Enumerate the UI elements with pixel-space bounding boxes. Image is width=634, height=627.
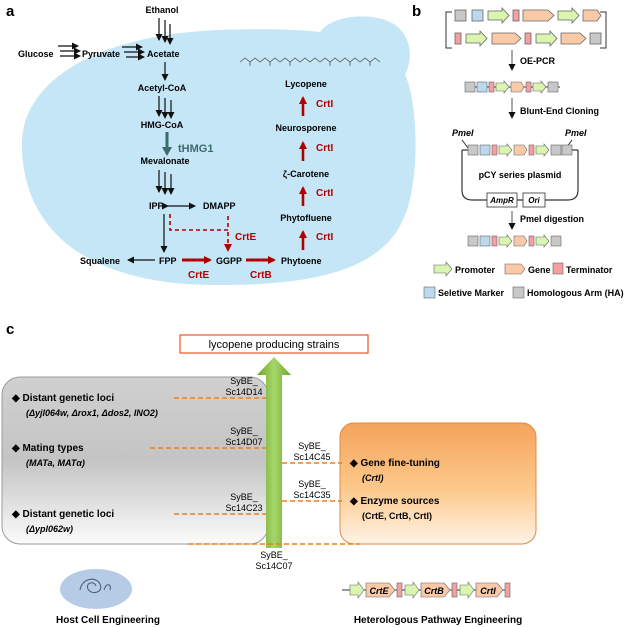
strain-c07-name: Sc14C07 xyxy=(255,561,292,571)
gene-icon xyxy=(504,263,526,275)
panel-b: b OE-PCR xyxy=(412,3,624,299)
ethanol-label: Ethanol xyxy=(146,5,179,15)
strain-d14-prefix: SyBE_ xyxy=(230,376,259,386)
crte-dashed-branch xyxy=(169,214,232,252)
pyruvate-label: Pyruvate xyxy=(82,49,120,59)
phytoene-label: Phytoene xyxy=(281,256,322,266)
panel-label-b: b xyxy=(412,3,421,20)
lycopene-label: Lycopene xyxy=(285,79,327,89)
fragment-row-bottom xyxy=(454,29,602,48)
title-box xyxy=(179,334,369,354)
crte-dashed-label: CrtE xyxy=(235,232,256,243)
fragment-row-top xyxy=(454,6,602,25)
strain-c45-prefix: SyBE_ xyxy=(298,441,327,451)
pathway-arrows xyxy=(58,18,196,264)
pathway-item-2-detail: (CrtE, CrtB, CrtI) xyxy=(362,511,432,521)
lycopene-structure xyxy=(239,57,381,63)
host-caption: Host Cell Engineering xyxy=(56,615,160,626)
strain-c35-name: Sc14C35 xyxy=(293,490,330,500)
gene-cassette: CrtE CrtB CrtI xyxy=(342,581,511,599)
gene-crte: CrtE xyxy=(369,586,389,596)
glucose-label: Glucose xyxy=(18,49,54,59)
crtb-label: CrtB xyxy=(250,270,272,281)
strain-connectors xyxy=(150,397,360,545)
cell-body xyxy=(21,16,416,286)
crti-label-3: CrtI xyxy=(316,143,333,154)
panel-a: a Ethanol Glucose Pyruvate Acetate Acety… xyxy=(6,3,416,286)
ampr-label: AmpR xyxy=(489,196,514,205)
oe-pcr-label: OE-PCR xyxy=(520,56,556,66)
progress-arrow xyxy=(257,357,291,548)
crti-label-2: CrtI xyxy=(316,188,333,199)
gene-crti: CrtI xyxy=(480,586,496,596)
pathway-engineering-box xyxy=(339,422,537,545)
assembled-construct xyxy=(464,80,560,94)
panel-label-c: c xyxy=(6,321,14,338)
fpp-label: FPP xyxy=(159,256,177,266)
acetyl-coa-label: Acetyl-CoA xyxy=(138,83,187,93)
yeast-cell-icon xyxy=(60,569,132,609)
legend-gene: Gene xyxy=(528,265,551,275)
legend-terminator: Terminator xyxy=(566,265,613,275)
neurosporene-label: Neurosporene xyxy=(275,123,336,133)
host-item-1-detail: (Δyjl064w, Δrox1, Δdos2, INO2) xyxy=(26,408,158,418)
pmei-right-label: PmeI xyxy=(565,128,587,138)
legend-marker: Seletive Marker xyxy=(438,288,505,298)
ori-label: Ori xyxy=(528,196,540,205)
fragment-bracket-left xyxy=(445,11,452,49)
pathway-item-2-title: ◆ Enzyme sources xyxy=(349,496,440,507)
legend-homologous: Homologous Arm (HA) xyxy=(527,288,624,298)
crte-label: CrtE xyxy=(188,270,209,281)
host-item-3-detail: (Δypl062w) xyxy=(26,524,73,534)
acetate-label: Acetate xyxy=(147,49,180,59)
panel-label-a: a xyxy=(6,3,15,20)
strain-d14-name: Sc14D14 xyxy=(225,387,262,397)
mevalonate-label: Mevalonate xyxy=(140,156,189,166)
blunt-cloning-label: Blunt-End Cloning xyxy=(520,106,599,116)
panel-b-legend: Promoter Gene Terminator Seletive Marker… xyxy=(423,261,624,299)
ggpp-label: GGPP xyxy=(216,256,242,266)
panel-c: c lycopene producing strains ◆ Distant g… xyxy=(1,321,537,626)
strain-c35-prefix: SyBE_ xyxy=(298,479,327,489)
pathway-caption: Heterologous Pathway Engineering xyxy=(354,615,522,626)
panel-c-title: lycopene producing strains xyxy=(209,339,340,351)
squalene-label: Squalene xyxy=(80,256,120,266)
hmg-coa-label: HMG-CoA xyxy=(141,120,184,130)
dmapp-label: DMAPP xyxy=(203,201,236,211)
terminator-icon xyxy=(552,262,564,275)
marker-icon xyxy=(423,286,436,299)
lycopene-structure-methyls xyxy=(249,62,371,66)
pathway-item-1-detail: (CrtI) xyxy=(362,473,384,483)
host-item-1-title: ◆ Distant genetic loci xyxy=(11,393,114,404)
host-item-2-title: ◆ Mating types xyxy=(11,443,84,454)
strain-c23-name: Sc14C23 xyxy=(225,503,262,513)
phytofluene-label: Phytofluene xyxy=(280,213,332,223)
strain-c45-name: Sc14C45 xyxy=(293,452,330,462)
ipp-label: IPP xyxy=(149,201,164,211)
gene-crtb: CrtB xyxy=(424,586,444,596)
strain-c23-prefix: SyBE_ xyxy=(230,492,259,502)
plasmid-name: pCY series plasmid xyxy=(479,170,562,180)
promoter-icon xyxy=(433,261,453,277)
linear-construct xyxy=(467,234,562,248)
pathway-item-1-title: ◆ Gene fine-tuning xyxy=(349,458,440,469)
thmg1-label: tHMG1 xyxy=(178,143,213,155)
plasmid: PmeI PmeI pCY series plasmid AmpR xyxy=(452,128,587,208)
pmei-left-label: PmeI xyxy=(452,128,474,138)
host-item-3-title: ◆ Distant genetic loci xyxy=(11,509,114,520)
host-item-2-detail: (MATa, MATα) xyxy=(26,458,85,468)
crti-label-4: CrtI xyxy=(316,99,333,110)
strain-d07-name: Sc14D07 xyxy=(225,437,262,447)
homologous-arm-icon xyxy=(512,286,525,299)
pmei-digestion-label: PmeI digestion xyxy=(520,214,584,224)
zeta-carotene-label: ζ-Carotene xyxy=(283,169,329,179)
crti-label-1: CrtI xyxy=(316,232,333,243)
fragment-bracket-right xyxy=(600,11,607,49)
strain-c07-prefix: SyBE_ xyxy=(260,550,289,560)
legend-promoter: Promoter xyxy=(455,265,496,275)
strain-d07-prefix: SyBE_ xyxy=(230,426,259,436)
